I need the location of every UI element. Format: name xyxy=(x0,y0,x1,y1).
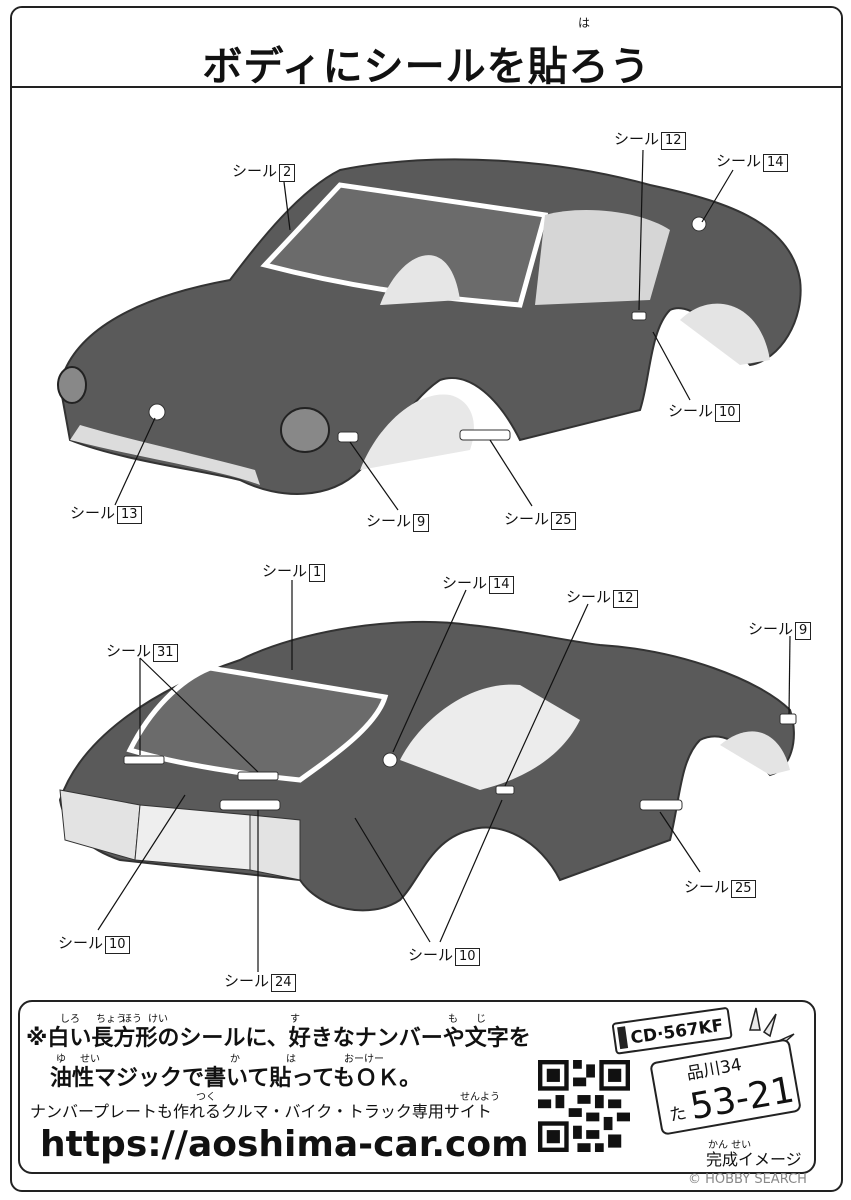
car-bottom-seal-14 xyxy=(382,752,398,768)
furigana-chou: ちょう xyxy=(96,1014,126,1025)
furigana-yu: ゆ xyxy=(56,1054,66,1065)
furigana-mo: も xyxy=(448,1014,458,1025)
furigana-kei: けい xyxy=(148,1014,168,1025)
car-top-leader-lines xyxy=(114,149,734,511)
car-bottom-seal-25 xyxy=(639,799,683,811)
car-top-rear-wheel-arch xyxy=(680,303,770,365)
car-bottom-seal-9 xyxy=(779,713,797,725)
car-bottom-plate-area xyxy=(134,804,251,871)
header-bar: は ボディにシールを貼ろう xyxy=(12,8,841,90)
furigana-su: す xyxy=(290,1014,300,1025)
car-bottom-front-wheel-arch xyxy=(720,731,790,775)
site-url-link[interactable]: https://aoshima-car.com xyxy=(40,1124,529,1165)
car-bottom-seal-31-right xyxy=(237,771,279,781)
car-top-headlight-left xyxy=(57,366,87,404)
car-bottom-seal-12 xyxy=(495,785,515,795)
car-top-seal-12 xyxy=(631,311,647,321)
furigana-ha: は xyxy=(286,1054,296,1065)
car-top xyxy=(57,158,802,495)
car-bottom xyxy=(58,620,797,912)
furigana-tsuku: つく xyxy=(196,1092,216,1103)
watermark: © HOBBY SEARCH xyxy=(688,1172,807,1187)
promo-text: ナンバープレートも作れるクルマ・バイク・トラック専用サイト xyxy=(30,1102,492,1121)
car-bottom-tail-right xyxy=(249,814,301,881)
car-top-front-wheel-arch xyxy=(360,394,474,470)
car-top-seal-9 xyxy=(337,431,359,443)
furigana-shiro: しろ xyxy=(60,1014,80,1025)
furigana-you: よう xyxy=(480,1092,500,1103)
car-bottom-rear-window-seal xyxy=(126,665,389,783)
car-top-seal-25 xyxy=(459,429,511,441)
car-bottom-side-window xyxy=(400,684,580,790)
car-illustrations xyxy=(57,149,802,972)
car-bottom-seal-31-left xyxy=(123,755,165,765)
note-line-1: ※白い長方形のシールに、好きなナンバーや文字を xyxy=(26,1026,531,1051)
caption-furigana: かん せい xyxy=(708,1140,752,1151)
furigana-ok: おーけー xyxy=(344,1054,384,1065)
furigana-hou: ほう xyxy=(122,1014,142,1025)
qr-code-icon[interactable] xyxy=(538,1060,630,1152)
car-top-seat xyxy=(380,255,460,305)
plates-illustration: CD·567KF 品川34 た 53-21 xyxy=(611,1007,801,1135)
note-line-2: 油性マジックで書いて貼ってもＯＫ。 xyxy=(50,1066,422,1091)
furigana-ji: じ xyxy=(476,1014,486,1025)
completion-caption: 完成イメージ xyxy=(706,1150,802,1169)
car-top-headlight-right xyxy=(280,407,330,453)
furigana-ka: か xyxy=(230,1054,240,1065)
car-top-interior xyxy=(535,210,670,305)
page-title: ボディにシールを貼ろう xyxy=(202,44,651,90)
furigana-sei: せい xyxy=(80,1054,100,1065)
furigana-sen: せん xyxy=(460,1092,480,1103)
title-ruby: は xyxy=(578,16,591,30)
car-bottom-leader-lines xyxy=(97,580,791,972)
car-bottom-seal-24 xyxy=(219,799,281,811)
car-top-seal-13 xyxy=(148,403,166,421)
plate-rear-kana: た xyxy=(668,1103,688,1126)
car-top-front-bumper xyxy=(70,425,260,485)
